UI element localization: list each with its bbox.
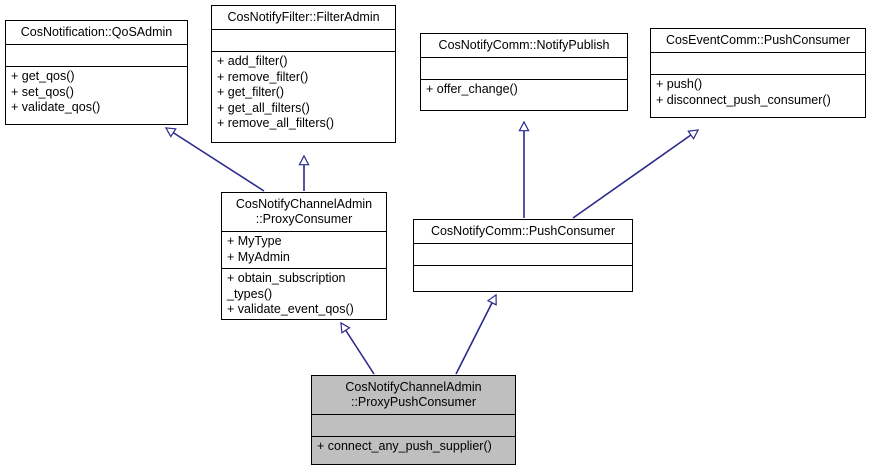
class-member: + get_qos() [11, 69, 75, 83]
class-operations-filter-admin: + add_filter() + remove_filter() + get_f… [212, 51, 395, 135]
class-operations-qos-admin: + get_qos() + set_qos() + validate_qos() [6, 66, 187, 119]
class-title-filter-admin: CosNotifyFilter::FilterAdmin [227, 10, 380, 24]
class-member: + get_filter() [217, 85, 285, 99]
class-member: + connect_any_push_supplier() [317, 439, 492, 453]
class-attributes-qos-admin [6, 44, 187, 66]
class-title-proxy-push-consumer: CosNotifyChannelAdmin ::ProxyPushConsume… [345, 380, 482, 409]
class-member: + MyAdmin [227, 249, 290, 264]
class-operations-notify-push-consumer [414, 265, 632, 289]
class-operations-event-push-consumer: + push() + disconnect_push_consumer() [651, 74, 865, 111]
class-title-notify-publish: CosNotifyComm::NotifyPublish [438, 38, 610, 52]
class-node-notify-publish[interactable]: CosNotifyComm::NotifyPublish + offer_cha… [420, 33, 628, 111]
class-member: + offer_change() [426, 82, 518, 96]
class-member: + validate_event_qos() [227, 302, 354, 316]
edge-proxypushconsumer-to-notifypushconsumer [455, 295, 496, 375]
class-member: + validate_qos() [11, 100, 101, 114]
class-node-notify-push-consumer[interactable]: CosNotifyComm::PushConsumer [413, 219, 633, 292]
class-member: + add_filter() [217, 54, 288, 68]
class-title-qos-admin: CosNotification::QoSAdmin [20, 25, 173, 39]
class-member: + get_all_filters() [217, 100, 310, 115]
class-title-proxy-consumer: CosNotifyChannelAdmin ::ProxyConsumer [235, 197, 373, 226]
class-attributes-proxy-push-consumer [312, 414, 515, 436]
class-member: + push() [656, 77, 703, 91]
class-member: + remove_filter() [217, 69, 309, 84]
class-node-qos-admin[interactable]: CosNotification::QoSAdmin + get_qos() + … [5, 20, 188, 125]
class-member: + obtain_subscription _types() [227, 271, 346, 301]
class-attributes-notify-publish [421, 57, 627, 79]
class-member: + set_qos() [11, 84, 74, 99]
class-attributes-notify-push-consumer [414, 243, 632, 265]
edge-proxypushconsumer-to-proxyconsumer [341, 323, 375, 375]
class-node-proxy-consumer[interactable]: CosNotifyChannelAdmin ::ProxyConsumer + … [221, 192, 387, 320]
class-operations-notify-publish: + offer_change() [421, 79, 627, 101]
class-attributes-filter-admin [212, 29, 395, 51]
class-node-proxy-push-consumer[interactable]: CosNotifyChannelAdmin ::ProxyPushConsume… [311, 375, 516, 465]
class-operations-proxy-push-consumer: + connect_any_push_supplier() [312, 436, 515, 458]
class-title-notify-push-consumer: CosNotifyComm::PushConsumer [430, 224, 616, 238]
class-title-event-push-consumer: CosEventComm::PushConsumer [665, 33, 851, 47]
class-node-filter-admin[interactable]: CosNotifyFilter::FilterAdmin + add_filte… [211, 5, 396, 143]
class-attributes-event-push-consumer [651, 52, 865, 74]
class-member: + MyType [227, 234, 282, 248]
class-node-event-push-consumer[interactable]: CosEventComm::PushConsumer + push() + di… [650, 28, 866, 118]
edge-pushconsumer-to-eventpushconsumer [572, 130, 698, 219]
class-attributes-proxy-consumer: + MyType + MyAdmin [222, 231, 386, 268]
class-member: + disconnect_push_consumer() [656, 92, 831, 107]
class-member: + remove_all_filters() [217, 116, 335, 130]
class-operations-proxy-consumer: + obtain_subscription _types() + validat… [222, 268, 386, 321]
